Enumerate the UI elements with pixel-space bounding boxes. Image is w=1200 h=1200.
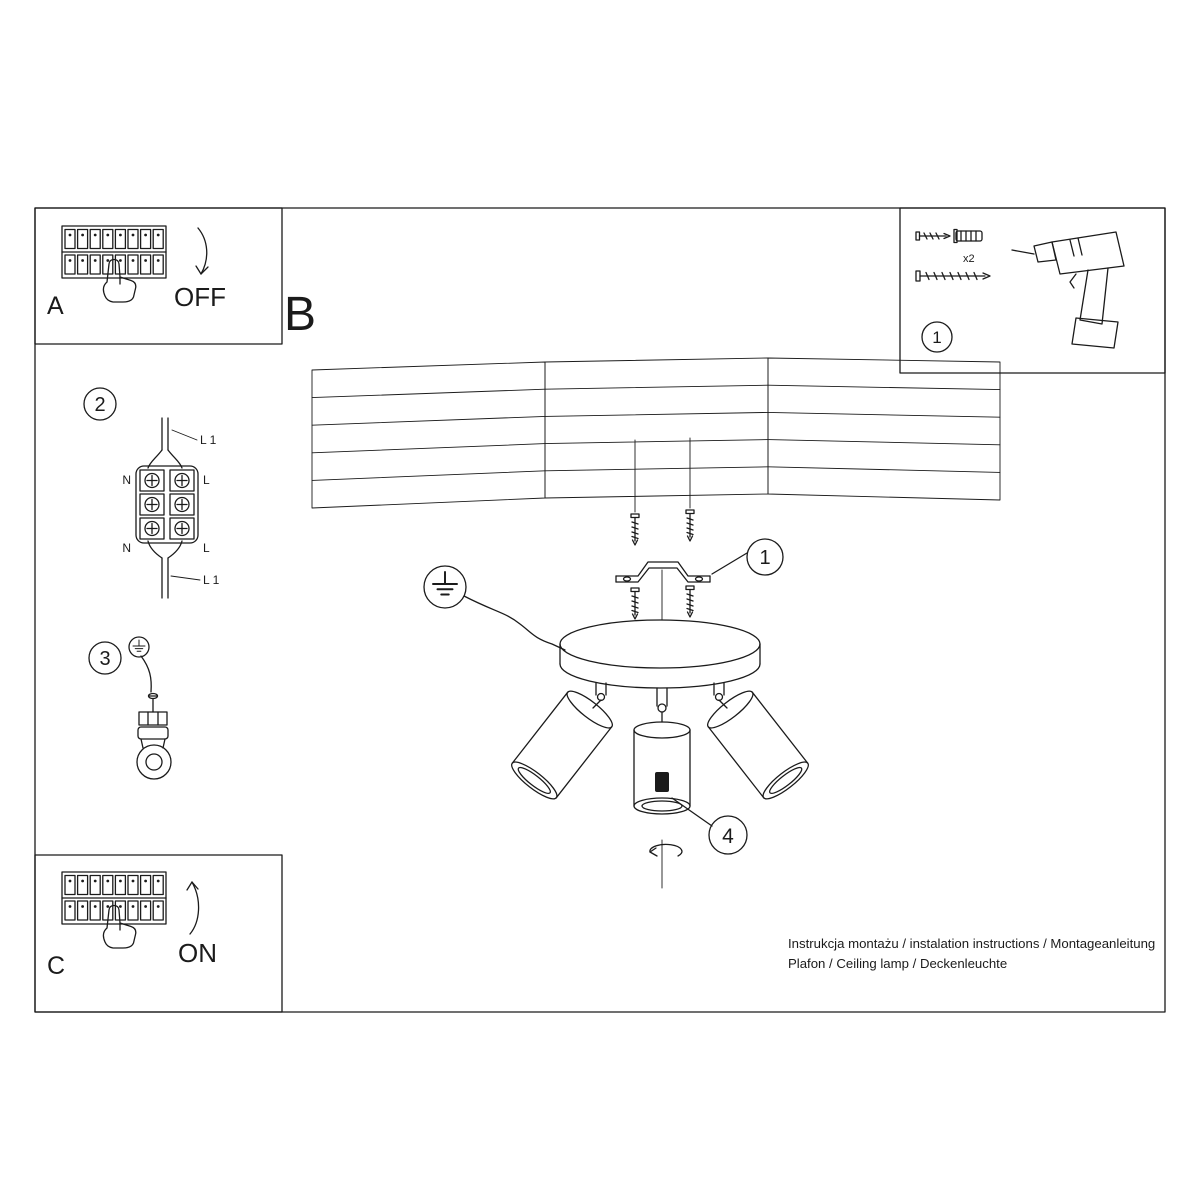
step-number-wiring: 2 bbox=[94, 394, 105, 416]
ceiling-boards bbox=[311, 357, 1001, 509]
step-circle-bracket bbox=[746, 538, 784, 576]
step-number-bracket: 1 bbox=[759, 547, 770, 569]
step-leader-bracket bbox=[711, 552, 748, 575]
spot-mount-right bbox=[713, 682, 728, 709]
hand-icon bbox=[102, 904, 137, 949]
mounting-assembly bbox=[615, 437, 784, 621]
rotation-arrow-icon bbox=[649, 839, 683, 889]
wall-plug-icon bbox=[953, 228, 983, 244]
ceiling-lamp bbox=[511, 619, 809, 889]
spotlight-right bbox=[707, 690, 809, 800]
spot-mount-center bbox=[656, 687, 668, 723]
wire-label-n-bottom: N bbox=[122, 541, 131, 555]
step-circle-wiring bbox=[83, 387, 117, 421]
mounting-screw-icon bbox=[630, 587, 640, 620]
wire-label-l1-bottom: L 1 bbox=[203, 573, 220, 587]
ground-clamp bbox=[136, 711, 172, 780]
step-number-ground: 3 bbox=[99, 648, 110, 670]
breaker-panel-on-icon bbox=[62, 872, 166, 924]
box-a-label: A bbox=[47, 292, 64, 320]
ground-wire bbox=[140, 655, 152, 693]
mounting-screw-icon bbox=[685, 585, 695, 618]
wire-label-l1-top: L 1 bbox=[200, 433, 217, 447]
bulb-socket bbox=[655, 772, 669, 792]
lamp-canopy bbox=[559, 619, 761, 689]
sheet-border bbox=[34, 207, 1166, 1013]
lamp-cable-bottom bbox=[147, 540, 183, 599]
terminal-block bbox=[135, 465, 199, 544]
drill-icon bbox=[1011, 231, 1125, 349]
switch-on-arrow-icon bbox=[186, 881, 200, 935]
ground-symbol-small-icon bbox=[128, 636, 150, 658]
footer-line-2: Plafon / Ceiling lamp / Deckenleuchte bbox=[788, 956, 1007, 971]
parts-box bbox=[899, 207, 1166, 374]
hand-icon bbox=[102, 258, 137, 303]
step-circle-ground bbox=[88, 641, 122, 675]
wiring-detail bbox=[83, 387, 201, 599]
power-off-box bbox=[34, 207, 283, 345]
mounting-screw-icon bbox=[685, 509, 695, 542]
step-leader-adjust bbox=[671, 797, 713, 827]
spotlight-left bbox=[511, 690, 613, 800]
ground-detail bbox=[88, 636, 172, 780]
screw-icon bbox=[915, 231, 951, 241]
power-on-box bbox=[34, 854, 283, 1013]
long-screw-icon bbox=[915, 270, 991, 282]
switch-off-arrow-icon bbox=[195, 227, 209, 275]
section-b-label: B bbox=[284, 288, 316, 341]
wire-label-l-top: L bbox=[203, 473, 210, 487]
clamp-screw-icon bbox=[147, 692, 159, 713]
breaker-panel-off-icon bbox=[62, 226, 166, 278]
mounting-screw-icon bbox=[630, 513, 640, 546]
step-circle-parts bbox=[921, 321, 953, 353]
anchor-qty-label: x2 bbox=[963, 253, 975, 265]
mounting-bracket bbox=[615, 561, 711, 583]
box-c-label: C bbox=[47, 952, 65, 980]
ground-symbol-icon bbox=[423, 565, 467, 609]
supply-wire bbox=[463, 595, 566, 651]
footer-line-1: Instrukcja montażu / instalation instruc… bbox=[788, 936, 1155, 951]
supply-cable-top bbox=[147, 417, 183, 469]
switch-on-label: ON bbox=[178, 938, 217, 968]
wire-label-n-top: N bbox=[122, 473, 131, 487]
step-number-parts: 1 bbox=[932, 328, 941, 347]
step-number-adjust: 4 bbox=[722, 825, 734, 848]
switch-off-label: OFF bbox=[174, 282, 226, 312]
spot-mount-left bbox=[592, 682, 607, 709]
wire-label-l-bottom: L bbox=[203, 541, 210, 555]
step-circle-adjust bbox=[708, 815, 748, 855]
spotlight-center bbox=[633, 721, 691, 815]
